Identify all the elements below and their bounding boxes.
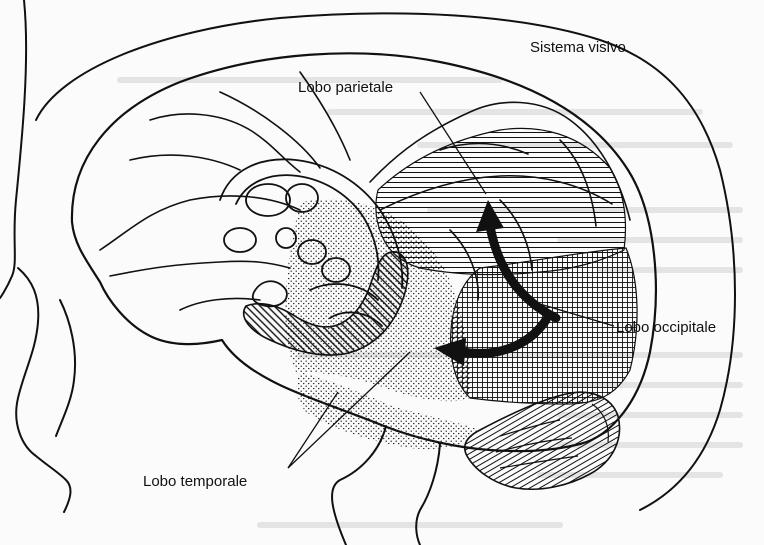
label-parietal-lobe: Lobo parietale <box>298 80 393 95</box>
label-temporal-lobe: Lobo temporale <box>143 474 247 489</box>
label-occipital-lobe: Lobo occipitale <box>616 320 716 335</box>
figure-title: Sistema visivo <box>530 40 626 55</box>
